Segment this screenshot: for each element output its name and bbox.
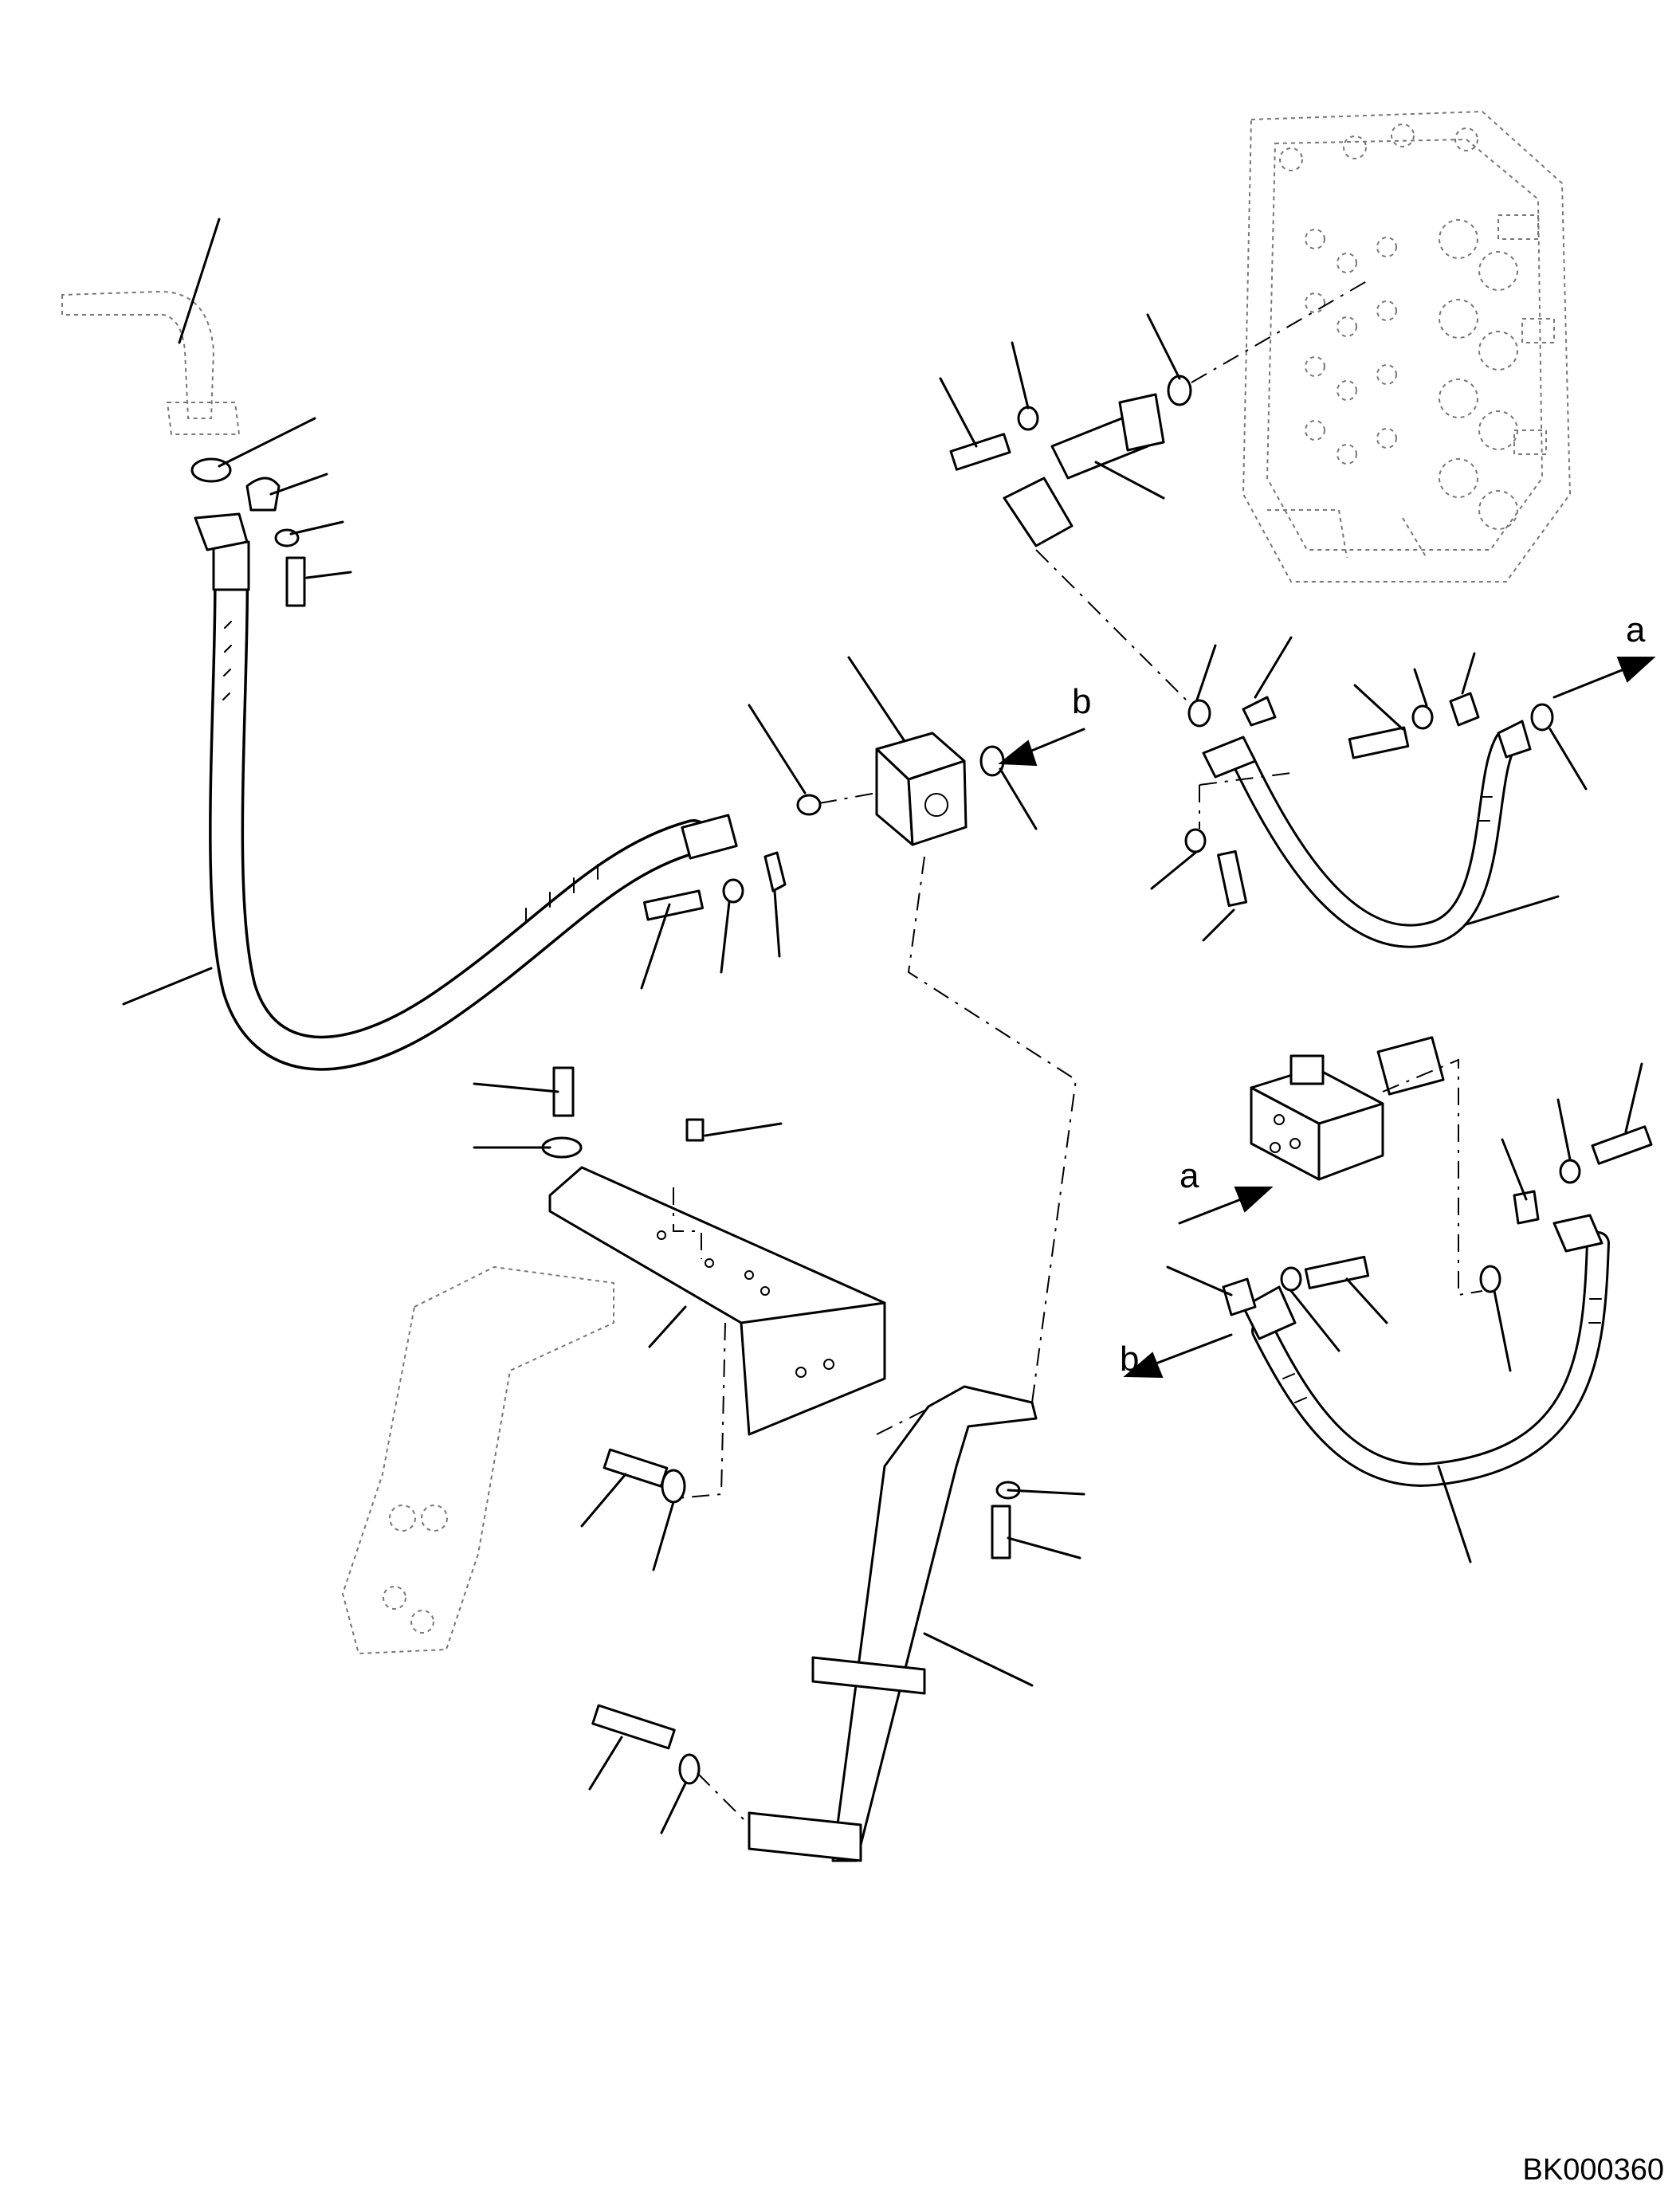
washer-short-right (1411, 704, 1434, 730)
elbow-flange (1003, 477, 1074, 547)
bolt-u-left (1304, 1255, 1370, 1289)
bolt-elbow (949, 433, 1011, 471)
bracket-brace-mid (811, 1656, 926, 1695)
relief-valve-assembly (1123, 1036, 1653, 1563)
label-b-bottom: b (1120, 1340, 1139, 1379)
split-flange-u-right (1513, 1190, 1540, 1225)
o-ring-short-right (1530, 703, 1554, 732)
washer-hose-right (722, 878, 744, 904)
valve-block-assembly (748, 656, 1038, 846)
bolt-bracket-mid (603, 1448, 669, 1488)
hose-fitting-top (212, 540, 250, 591)
solenoid (1376, 1036, 1445, 1096)
o-ring-short (1187, 699, 1211, 728)
split-flange-u-left (1222, 1277, 1257, 1316)
relief-block-front (1317, 1102, 1384, 1181)
short-hose-assembly (1150, 636, 1656, 948)
bracket-brace-low (748, 1811, 862, 1862)
relief-cap (1289, 1054, 1325, 1085)
flange-short-left (1202, 736, 1257, 779)
split-flange-hose-right (763, 851, 787, 893)
bracket-vertical (831, 1385, 1038, 1862)
left-hose-assembly (61, 218, 787, 1071)
o-ring-block (796, 794, 822, 816)
drawing-code: BK000360 (1523, 2153, 1665, 2187)
control-valve-ghost (939, 110, 1572, 710)
flange-short-right (1497, 720, 1532, 759)
split-flange-short-right (1449, 692, 1480, 727)
hose-fitting-right (681, 814, 738, 860)
frame-ghost (341, 1265, 614, 1655)
flange-u-right (1552, 1214, 1603, 1253)
bolt-short-right (1348, 726, 1410, 759)
washer-u-left (1280, 1266, 1302, 1292)
nut-bracket-top (685, 1118, 705, 1142)
flange-top (194, 512, 249, 551)
bolt-u-right (1591, 1125, 1653, 1165)
o-ring-u-right (1479, 1265, 1501, 1293)
label-a-top: a (1626, 610, 1646, 649)
washer-elbow (1017, 406, 1039, 431)
bracket-plate-front (740, 1301, 886, 1436)
washer-u-right (1559, 1159, 1581, 1184)
split-flange-short (1242, 696, 1277, 727)
bolt-bracket-right (991, 1505, 1011, 1559)
bracket-plate-top (548, 1166, 886, 1328)
bolt-short (1217, 849, 1248, 908)
o-ring-block-port (979, 745, 1005, 777)
pipe-flange (166, 402, 241, 435)
block-front (907, 759, 968, 846)
return-pipe (61, 290, 215, 419)
washer-short (1184, 828, 1207, 853)
flange-u-left (1242, 1285, 1297, 1340)
elbow-flange-top (1118, 393, 1165, 452)
arrow-b-top (998, 728, 1085, 767)
bolt-bracket-low (591, 1704, 676, 1750)
bracket-assembly (341, 856, 1085, 1862)
label-a-bottom: a (1180, 1156, 1199, 1195)
bolt-hose-right (642, 889, 705, 921)
label-b-top: b (1072, 682, 1091, 721)
washer-bracket-low (678, 1753, 701, 1785)
bolt-upper (285, 556, 306, 607)
o-ring-valve (1167, 375, 1192, 406)
split-flange-upper (245, 477, 281, 512)
